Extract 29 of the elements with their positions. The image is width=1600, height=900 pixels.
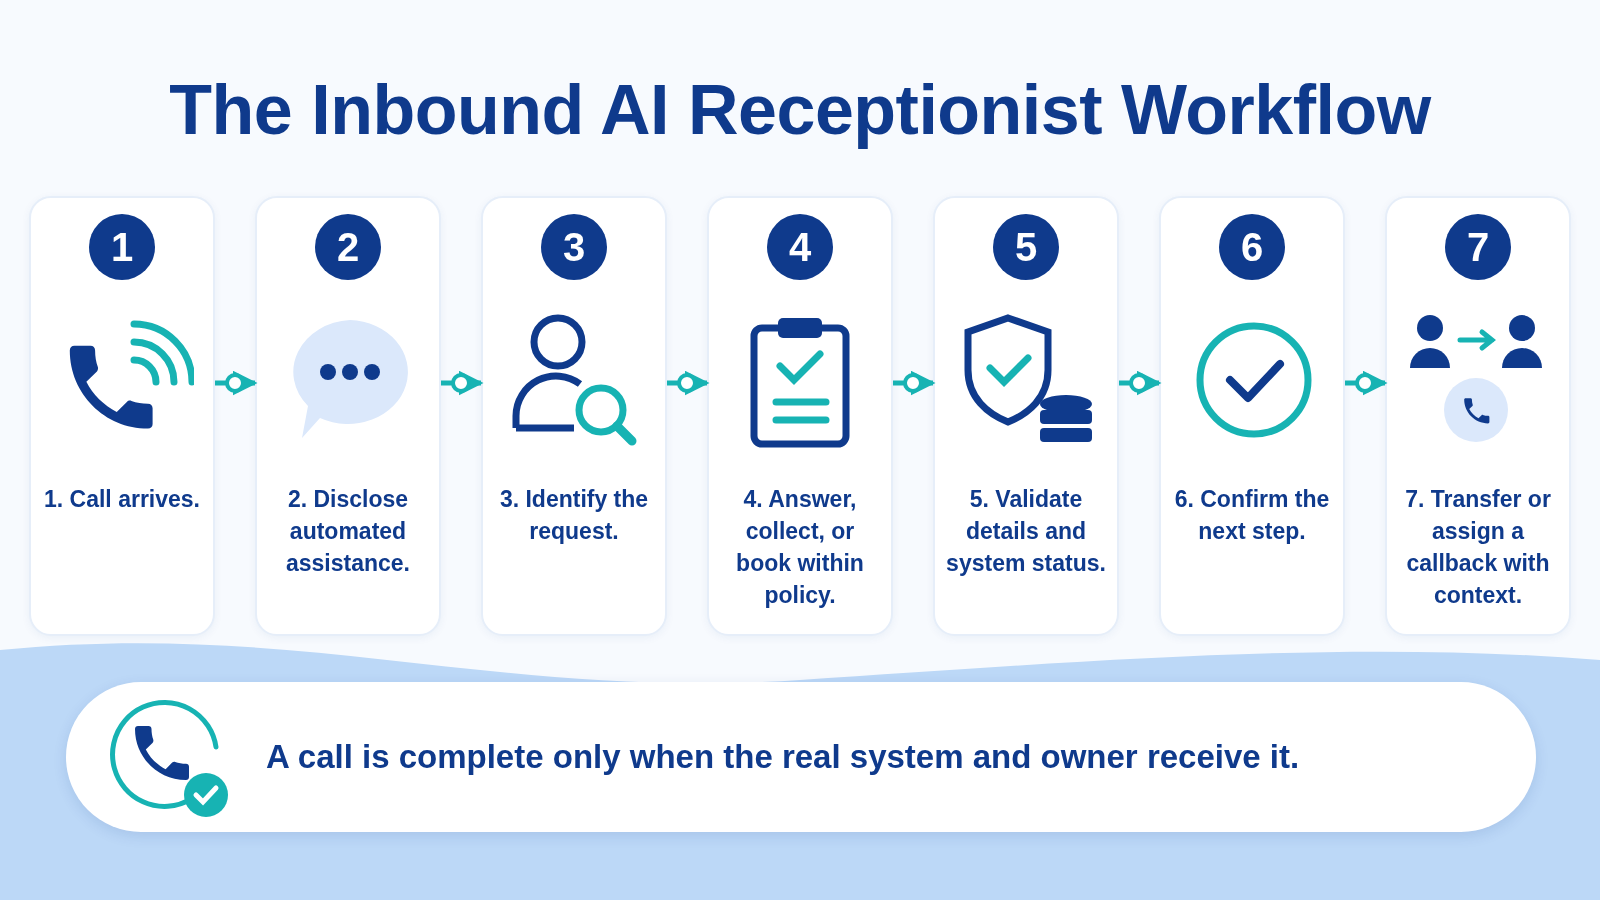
connector-arrow bbox=[667, 370, 710, 396]
step-number-badge: 3 bbox=[541, 214, 607, 280]
step-number-badge: 4 bbox=[767, 214, 833, 280]
step-text: 2. Disclose automated assistance. bbox=[285, 485, 411, 578]
step-text: 4. Answer, collect, or book within policy. bbox=[735, 485, 865, 610]
step-number-badge: 5 bbox=[993, 214, 1059, 280]
connector-arrow bbox=[893, 370, 936, 396]
step-text: 5. Validate details and system status. bbox=[945, 485, 1107, 578]
connector-arrow bbox=[215, 370, 258, 396]
step-card bbox=[933, 196, 1119, 636]
step-number-badge: 2 bbox=[315, 214, 381, 280]
step-card bbox=[1159, 196, 1345, 636]
step-card bbox=[255, 196, 441, 636]
connector-arrow bbox=[441, 370, 484, 396]
step-card bbox=[29, 196, 215, 636]
step-number-badge: 1 bbox=[89, 214, 155, 280]
step-card bbox=[1385, 196, 1571, 636]
title: The Inbound AI Receptionist Workflow bbox=[168, 70, 1433, 150]
step-number-badge: 7 bbox=[1445, 214, 1511, 280]
step-card bbox=[481, 196, 667, 636]
connector-arrow bbox=[1119, 370, 1162, 396]
step-text: 7. Transfer or assign a callback with context. bbox=[1404, 485, 1552, 610]
banner-text: A call is complete only when the real system and owner receive it. bbox=[266, 737, 1301, 777]
step-number-badge: 6 bbox=[1219, 214, 1285, 280]
step-text: 3. Identify the request. bbox=[498, 485, 650, 546]
step-card bbox=[707, 196, 893, 636]
step-text: 6. Confirm the next step. bbox=[1173, 485, 1331, 546]
step-text: 1. Call arrives. bbox=[43, 485, 201, 514]
connector-arrow bbox=[1345, 370, 1388, 396]
